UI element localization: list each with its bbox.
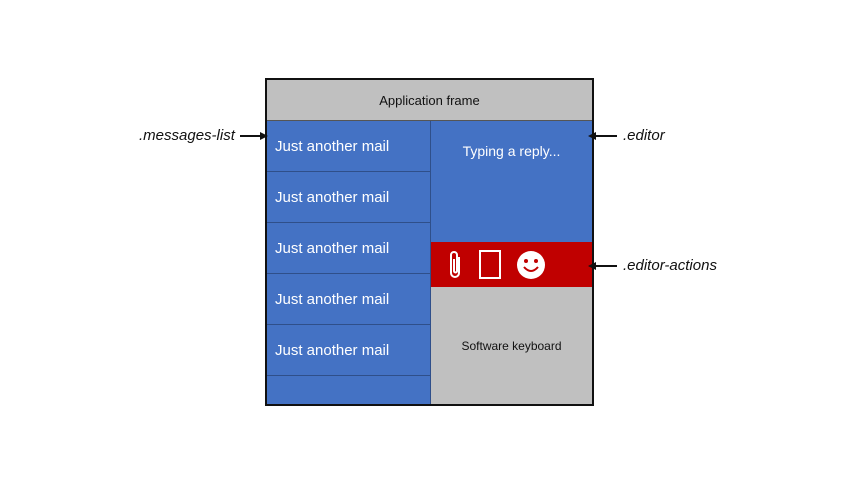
application-frame: Application frame Just another mail Just…	[265, 78, 594, 406]
message-item[interactable]: Just another mail	[267, 121, 430, 172]
message-item[interactable]: Just another mail	[267, 172, 430, 223]
message-item[interactable]: Just another mail	[267, 274, 430, 325]
message-item[interactable]: Just another mail	[267, 325, 430, 376]
callout-messages-list: .messages-list	[139, 127, 235, 144]
paperclip-icon[interactable]	[445, 249, 467, 281]
arrow-editor	[588, 132, 617, 140]
editor-text: Typing a reply...	[462, 143, 561, 159]
editor[interactable]: Typing a reply...	[431, 121, 592, 242]
software-keyboard: Software keyboard	[431, 287, 592, 404]
smiley-icon[interactable]	[515, 249, 547, 281]
arrow-editor-actions	[588, 262, 617, 270]
application-frame-header: Application frame	[267, 80, 592, 121]
callout-editor-actions: .editor-actions	[623, 257, 717, 274]
message-item[interactable]: Just another mail	[267, 223, 430, 274]
tablet-icon[interactable]	[477, 249, 503, 281]
callout-editor: .editor	[623, 127, 665, 144]
messages-list[interactable]: Just another mail Just another mail Just…	[267, 121, 431, 404]
editor-actions	[431, 242, 592, 287]
arrow-messages-list	[240, 132, 268, 140]
